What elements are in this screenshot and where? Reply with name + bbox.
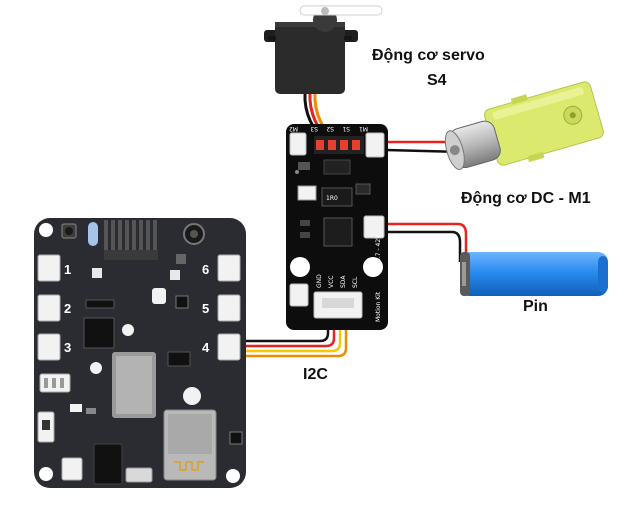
- silk-m2: M2: [289, 125, 298, 132]
- motion-kit-module: [286, 124, 388, 330]
- battery-label: Pin: [523, 298, 548, 315]
- servo-motor: [264, 5, 383, 94]
- pin-sda: SDA: [340, 275, 347, 288]
- port-number-6: 6: [202, 262, 209, 277]
- silk-s3: S3: [310, 125, 318, 132]
- port-number-4: 4: [202, 340, 210, 355]
- pin-vcc: VCC: [328, 276, 335, 288]
- port-number-1: 1: [64, 262, 71, 277]
- board-port-numbers: 1 2 3 4 5 6: [64, 262, 210, 355]
- servo-channel-label: S4: [427, 72, 447, 89]
- pin-gnd: GND: [316, 274, 323, 288]
- i2c-wire: [238, 300, 348, 358]
- module-name: Motion Kit: [375, 291, 382, 322]
- port-number-5: 5: [202, 301, 209, 316]
- battery-wire: [386, 222, 468, 262]
- port-number-2: 2: [64, 301, 71, 316]
- module-voltage: 3.7 - 42V: [375, 234, 382, 262]
- port-number-3: 3: [64, 340, 71, 355]
- controller-board: [34, 218, 246, 488]
- i2c-label: I2C: [303, 366, 328, 383]
- dc-motor-label: Động cơ DC - M1: [461, 190, 591, 207]
- dc-gear-motor: [444, 81, 604, 170]
- silk-s2: S2: [326, 125, 334, 132]
- chip-mark: 1R0: [326, 195, 338, 202]
- battery: [460, 252, 608, 296]
- silk-m1: M1: [359, 125, 368, 132]
- silk-s1: S1: [342, 125, 350, 132]
- servo-label: Động cơ servo: [372, 47, 485, 64]
- module-silkscreen: M2 S3 S2 S1 M1 1R0 GND VCC SDA SCL Motio…: [289, 125, 382, 322]
- pin-scl: SCL: [352, 276, 359, 288]
